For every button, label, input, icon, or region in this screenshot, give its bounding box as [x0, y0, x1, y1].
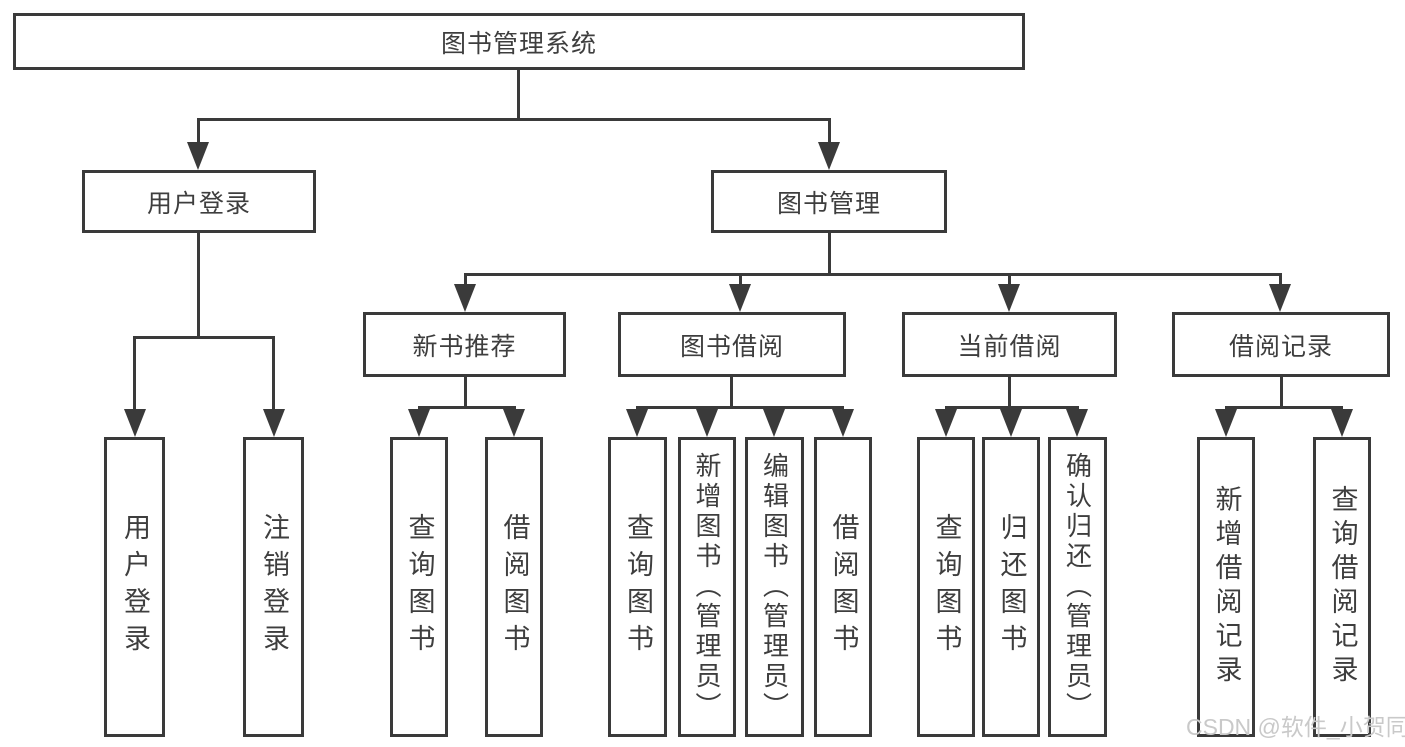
- node-book-mgmt: 图书管理: [711, 170, 947, 233]
- arrowhead-down-icon: [124, 409, 146, 437]
- leaf-record-query: 查询借阅记录: [1313, 437, 1371, 737]
- arrowhead-down-icon: [408, 409, 430, 437]
- connector-hline: [418, 406, 516, 409]
- leaf-record-add-label: 新增借阅记录: [1211, 485, 1242, 689]
- arrowhead-down-icon: [818, 142, 840, 170]
- leaf-borrow-query-label: 查询图书: [623, 513, 653, 661]
- node-user-login-label: 用户登录: [146, 189, 251, 218]
- arrowhead-down-icon: [1269, 284, 1291, 312]
- connector-vline: [133, 339, 136, 413]
- leaf-borrow-query: 查询图书: [608, 437, 667, 737]
- csdn-watermark: CSDN @软件_小贺同学: [1186, 714, 1405, 740]
- arrowhead-down-icon: [998, 284, 1020, 312]
- leaf-current-query: 查询图书: [917, 437, 975, 737]
- leaf-user-login-label: 用户登录: [120, 513, 150, 661]
- leaf-logout-label: 注销登录: [259, 513, 289, 661]
- connector-vline: [464, 276, 467, 288]
- arrowhead-down-icon: [187, 142, 209, 170]
- connector-vline: [517, 70, 520, 120]
- leaf-borrow-book: 借阅图书: [814, 437, 872, 737]
- connector-hline: [636, 406, 844, 409]
- arrowhead-down-icon: [1066, 409, 1088, 437]
- arrowhead-down-icon: [454, 284, 476, 312]
- leaf-current-confirm-admin-label: 确认归还（管理员）: [1062, 452, 1093, 722]
- connector-vline: [730, 377, 733, 408]
- arrowhead-down-icon: [935, 409, 957, 437]
- leaf-record-add: 新增借阅记录: [1197, 437, 1255, 737]
- leaf-record-query-label: 查询借阅记录: [1327, 485, 1358, 689]
- arrowhead-down-icon: [263, 409, 285, 437]
- connector-hline: [945, 406, 1079, 409]
- node-user-login: 用户登录: [82, 170, 316, 233]
- arrowhead-down-icon: [696, 409, 718, 437]
- leaf-borrow-book-label: 借阅图书: [828, 513, 859, 661]
- connector-vline: [739, 276, 742, 288]
- leaf-newbook-borrow: 借阅图书: [485, 437, 543, 737]
- leaf-logout: 注销登录: [243, 437, 304, 737]
- leaf-borrow-edit-admin: 编辑图书（管理员）: [745, 437, 804, 737]
- node-book-mgmt-label: 图书管理: [776, 189, 881, 218]
- connector-vline: [464, 377, 467, 408]
- connector-hline: [197, 118, 831, 121]
- node-book-borrow: 图书借阅: [618, 312, 846, 377]
- connector-vline: [1279, 276, 1282, 288]
- connector-hline: [1225, 406, 1343, 409]
- arrowhead-down-icon: [1331, 409, 1353, 437]
- connector-vline: [1280, 377, 1283, 408]
- node-book-borrow-label: 图书借阅: [679, 332, 784, 361]
- connector-hline: [464, 273, 1282, 276]
- leaf-borrow-add-admin: 新增图书（管理员）: [678, 437, 736, 737]
- leaf-borrow-edit-admin-label: 编辑图书（管理员）: [759, 452, 790, 722]
- arrowhead-down-icon: [1000, 409, 1022, 437]
- leaf-current-query-label: 查询图书: [931, 513, 962, 661]
- arrowhead-down-icon: [626, 409, 648, 437]
- connector-vline: [828, 121, 831, 145]
- node-new-book: 新书推荐: [363, 312, 566, 377]
- connector-hline: [133, 336, 275, 339]
- node-current-borrow-label: 当前借阅: [957, 332, 1062, 361]
- leaf-newbook-borrow-label: 借阅图书: [499, 513, 530, 661]
- arrowhead-down-icon: [729, 284, 751, 312]
- connector-vline: [197, 233, 200, 338]
- arrowhead-down-icon: [503, 409, 525, 437]
- leaf-borrow-add-admin-label: 新增图书（管理员）: [692, 452, 722, 722]
- arrowhead-down-icon: [832, 409, 854, 437]
- connector-vline: [272, 339, 275, 413]
- node-borrow-record: 借阅记录: [1172, 312, 1390, 377]
- leaf-newbook-query: 查询图书: [390, 437, 448, 737]
- arrowhead-down-icon: [763, 409, 785, 437]
- node-root-label: 图书管理系统: [440, 29, 597, 58]
- leaf-newbook-query-label: 查询图书: [404, 513, 435, 661]
- leaf-current-return: 归还图书: [982, 437, 1040, 737]
- leaf-user-login: 用户登录: [104, 437, 165, 737]
- leaf-current-return-label: 归还图书: [996, 513, 1027, 661]
- node-current-borrow: 当前借阅: [902, 312, 1117, 377]
- arrowhead-down-icon: [1215, 409, 1237, 437]
- node-borrow-record-label: 借阅记录: [1228, 332, 1333, 361]
- node-root: 图书管理系统: [13, 13, 1025, 70]
- connector-vline: [1008, 276, 1011, 288]
- connector-vline: [828, 233, 831, 275]
- connector-vline: [197, 121, 200, 145]
- leaf-current-confirm-admin: 确认归还（管理员）: [1048, 437, 1107, 737]
- node-new-book-label: 新书推荐: [412, 332, 517, 361]
- connector-vline: [1008, 377, 1011, 408]
